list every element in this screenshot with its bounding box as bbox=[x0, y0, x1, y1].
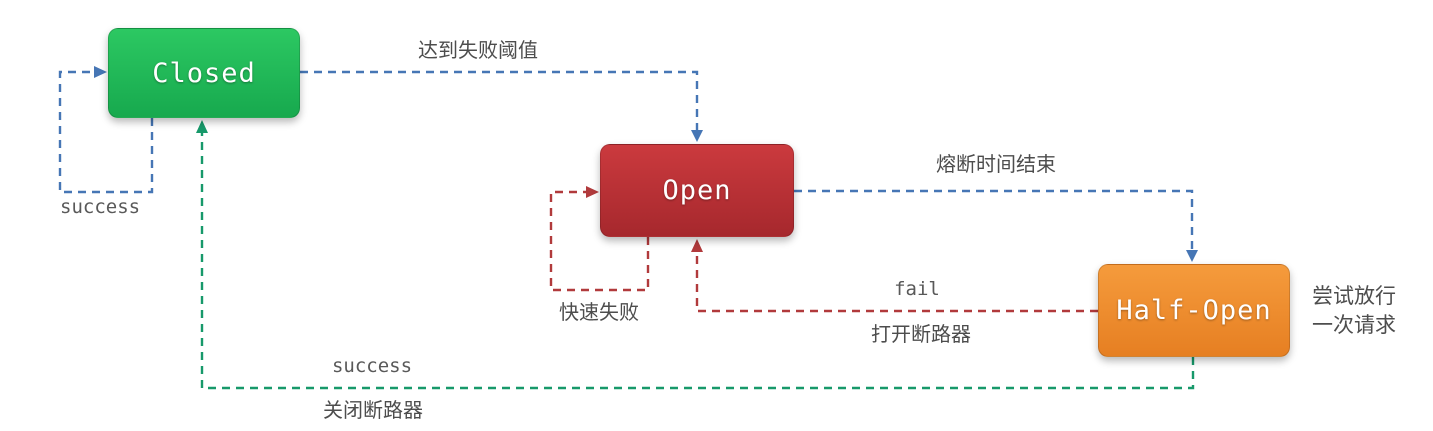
state-node-half-open: Half-Open bbox=[1098, 264, 1290, 357]
state-label-closed: Closed bbox=[152, 57, 256, 89]
state-label-open: Open bbox=[662, 175, 732, 206]
state-label-half-open: Half-Open bbox=[1116, 295, 1272, 326]
edge-label-success-self-loop: success bbox=[60, 196, 141, 218]
half-open-annotation: 尝试放行 一次请求 bbox=[1312, 282, 1396, 340]
half-open-annotation-line2: 一次请求 bbox=[1312, 314, 1396, 337]
edge-half-open-to-open bbox=[691, 239, 1098, 313]
state-node-closed: Closed bbox=[108, 28, 300, 118]
state-node-open: Open bbox=[600, 144, 794, 237]
edge-half-open-to-closed bbox=[196, 120, 1195, 390]
edge-closed-self-loop bbox=[58, 66, 154, 194]
edge-open-self-loop bbox=[549, 186, 650, 292]
edge-label-reach-failure-threshold: 达到失败阈值 bbox=[418, 40, 538, 62]
edge-label-fuse-time-ends: 熔断时间结束 bbox=[936, 154, 1056, 176]
edge-label-fail: fail bbox=[894, 278, 940, 300]
edge-closed-to-open bbox=[300, 70, 703, 142]
edge-label-close-breaker: 关闭断路器 bbox=[323, 400, 423, 422]
edge-open-to-half-open bbox=[794, 189, 1198, 262]
half-open-annotation-line1: 尝试放行 bbox=[1312, 285, 1396, 308]
edge-label-open-breaker: 打开断路器 bbox=[871, 324, 971, 346]
edge-label-success-bottom: success bbox=[331, 355, 413, 377]
edge-label-fast-fail: 快速失败 bbox=[559, 302, 639, 324]
